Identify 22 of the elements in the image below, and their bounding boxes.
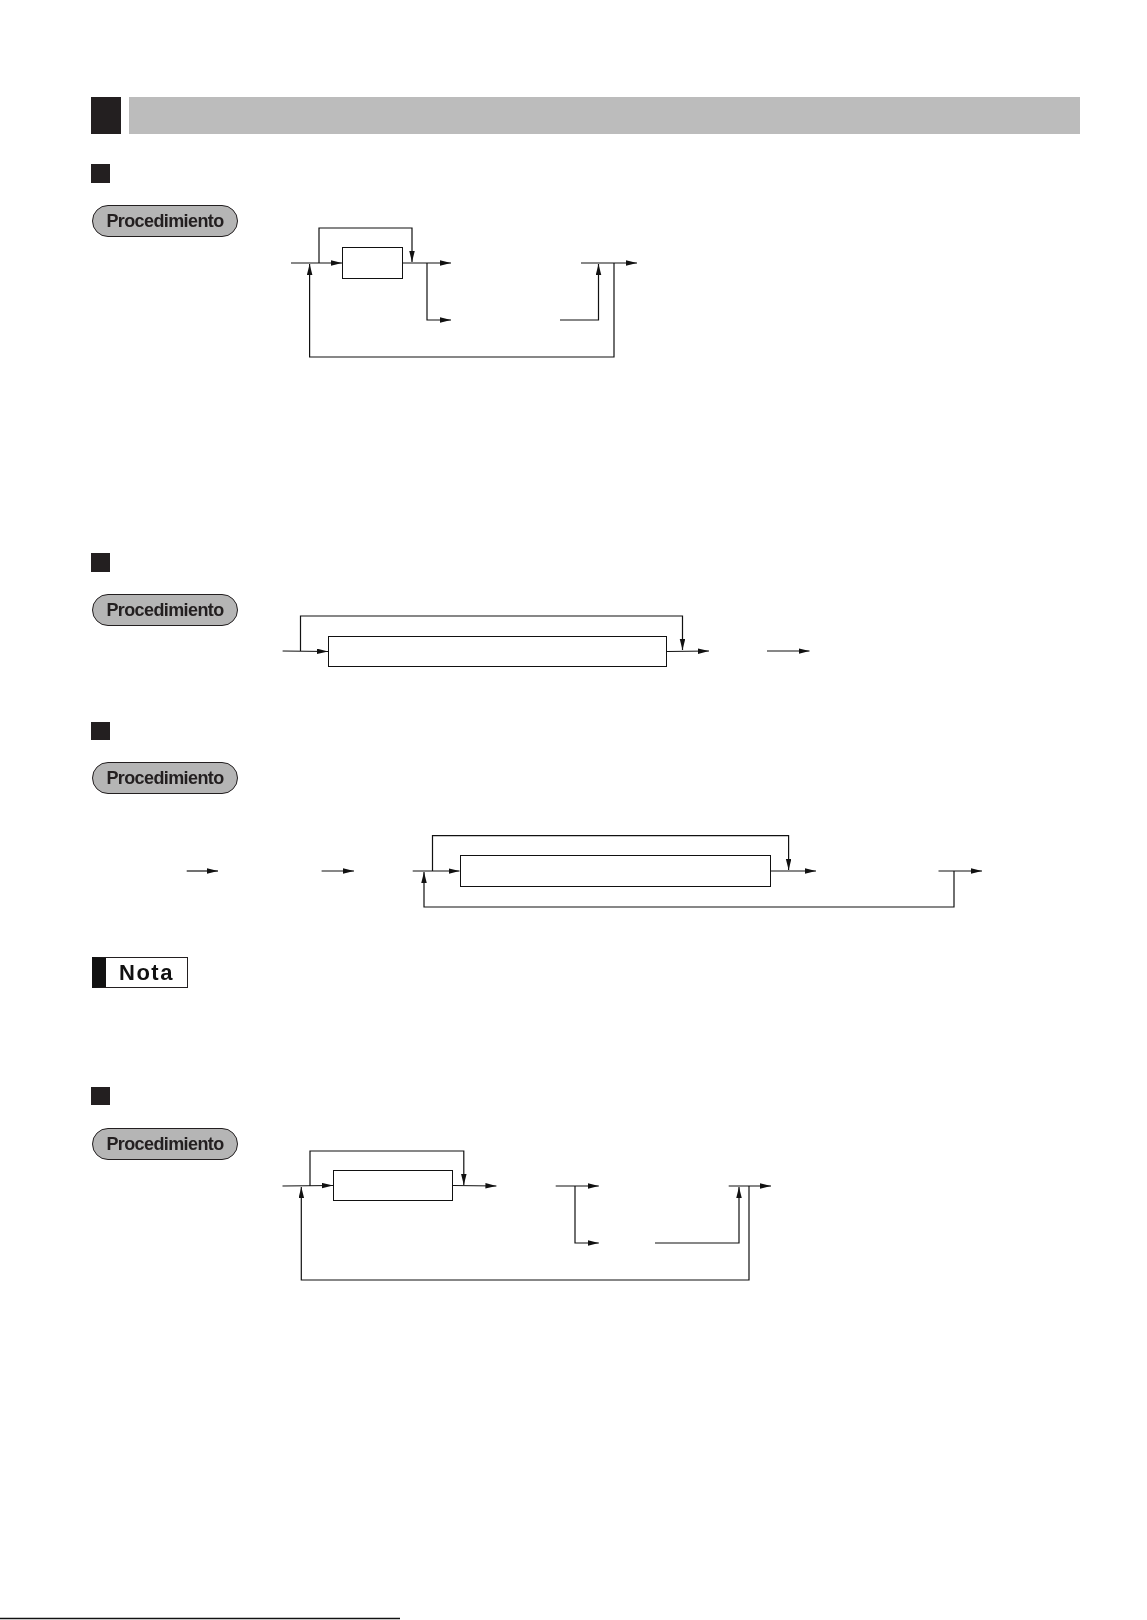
note-heading-box xyxy=(92,957,188,988)
arrow xyxy=(281,1182,334,1189)
process-box xyxy=(459,855,771,887)
arrow xyxy=(666,648,710,654)
arrow xyxy=(452,1183,497,1189)
procedure-label: Procedimiento xyxy=(106,1135,224,1153)
process-box xyxy=(328,636,667,667)
procedure-label: Procedimiento xyxy=(106,601,224,619)
procedure-pill xyxy=(92,205,238,237)
arrow xyxy=(402,260,452,266)
process-box xyxy=(333,1170,453,1201)
arrow xyxy=(290,260,343,266)
note-heading: Nota xyxy=(119,961,174,984)
arrow xyxy=(412,868,461,874)
procedure-pill xyxy=(92,1128,238,1160)
procedure-label: Procedimiento xyxy=(106,212,224,230)
process-box xyxy=(342,247,403,279)
procedure-label: Procedimiento xyxy=(106,769,224,787)
arrow xyxy=(769,868,817,874)
arrow xyxy=(282,648,329,655)
procedure-pill xyxy=(92,594,238,626)
procedure-pill xyxy=(92,762,238,794)
